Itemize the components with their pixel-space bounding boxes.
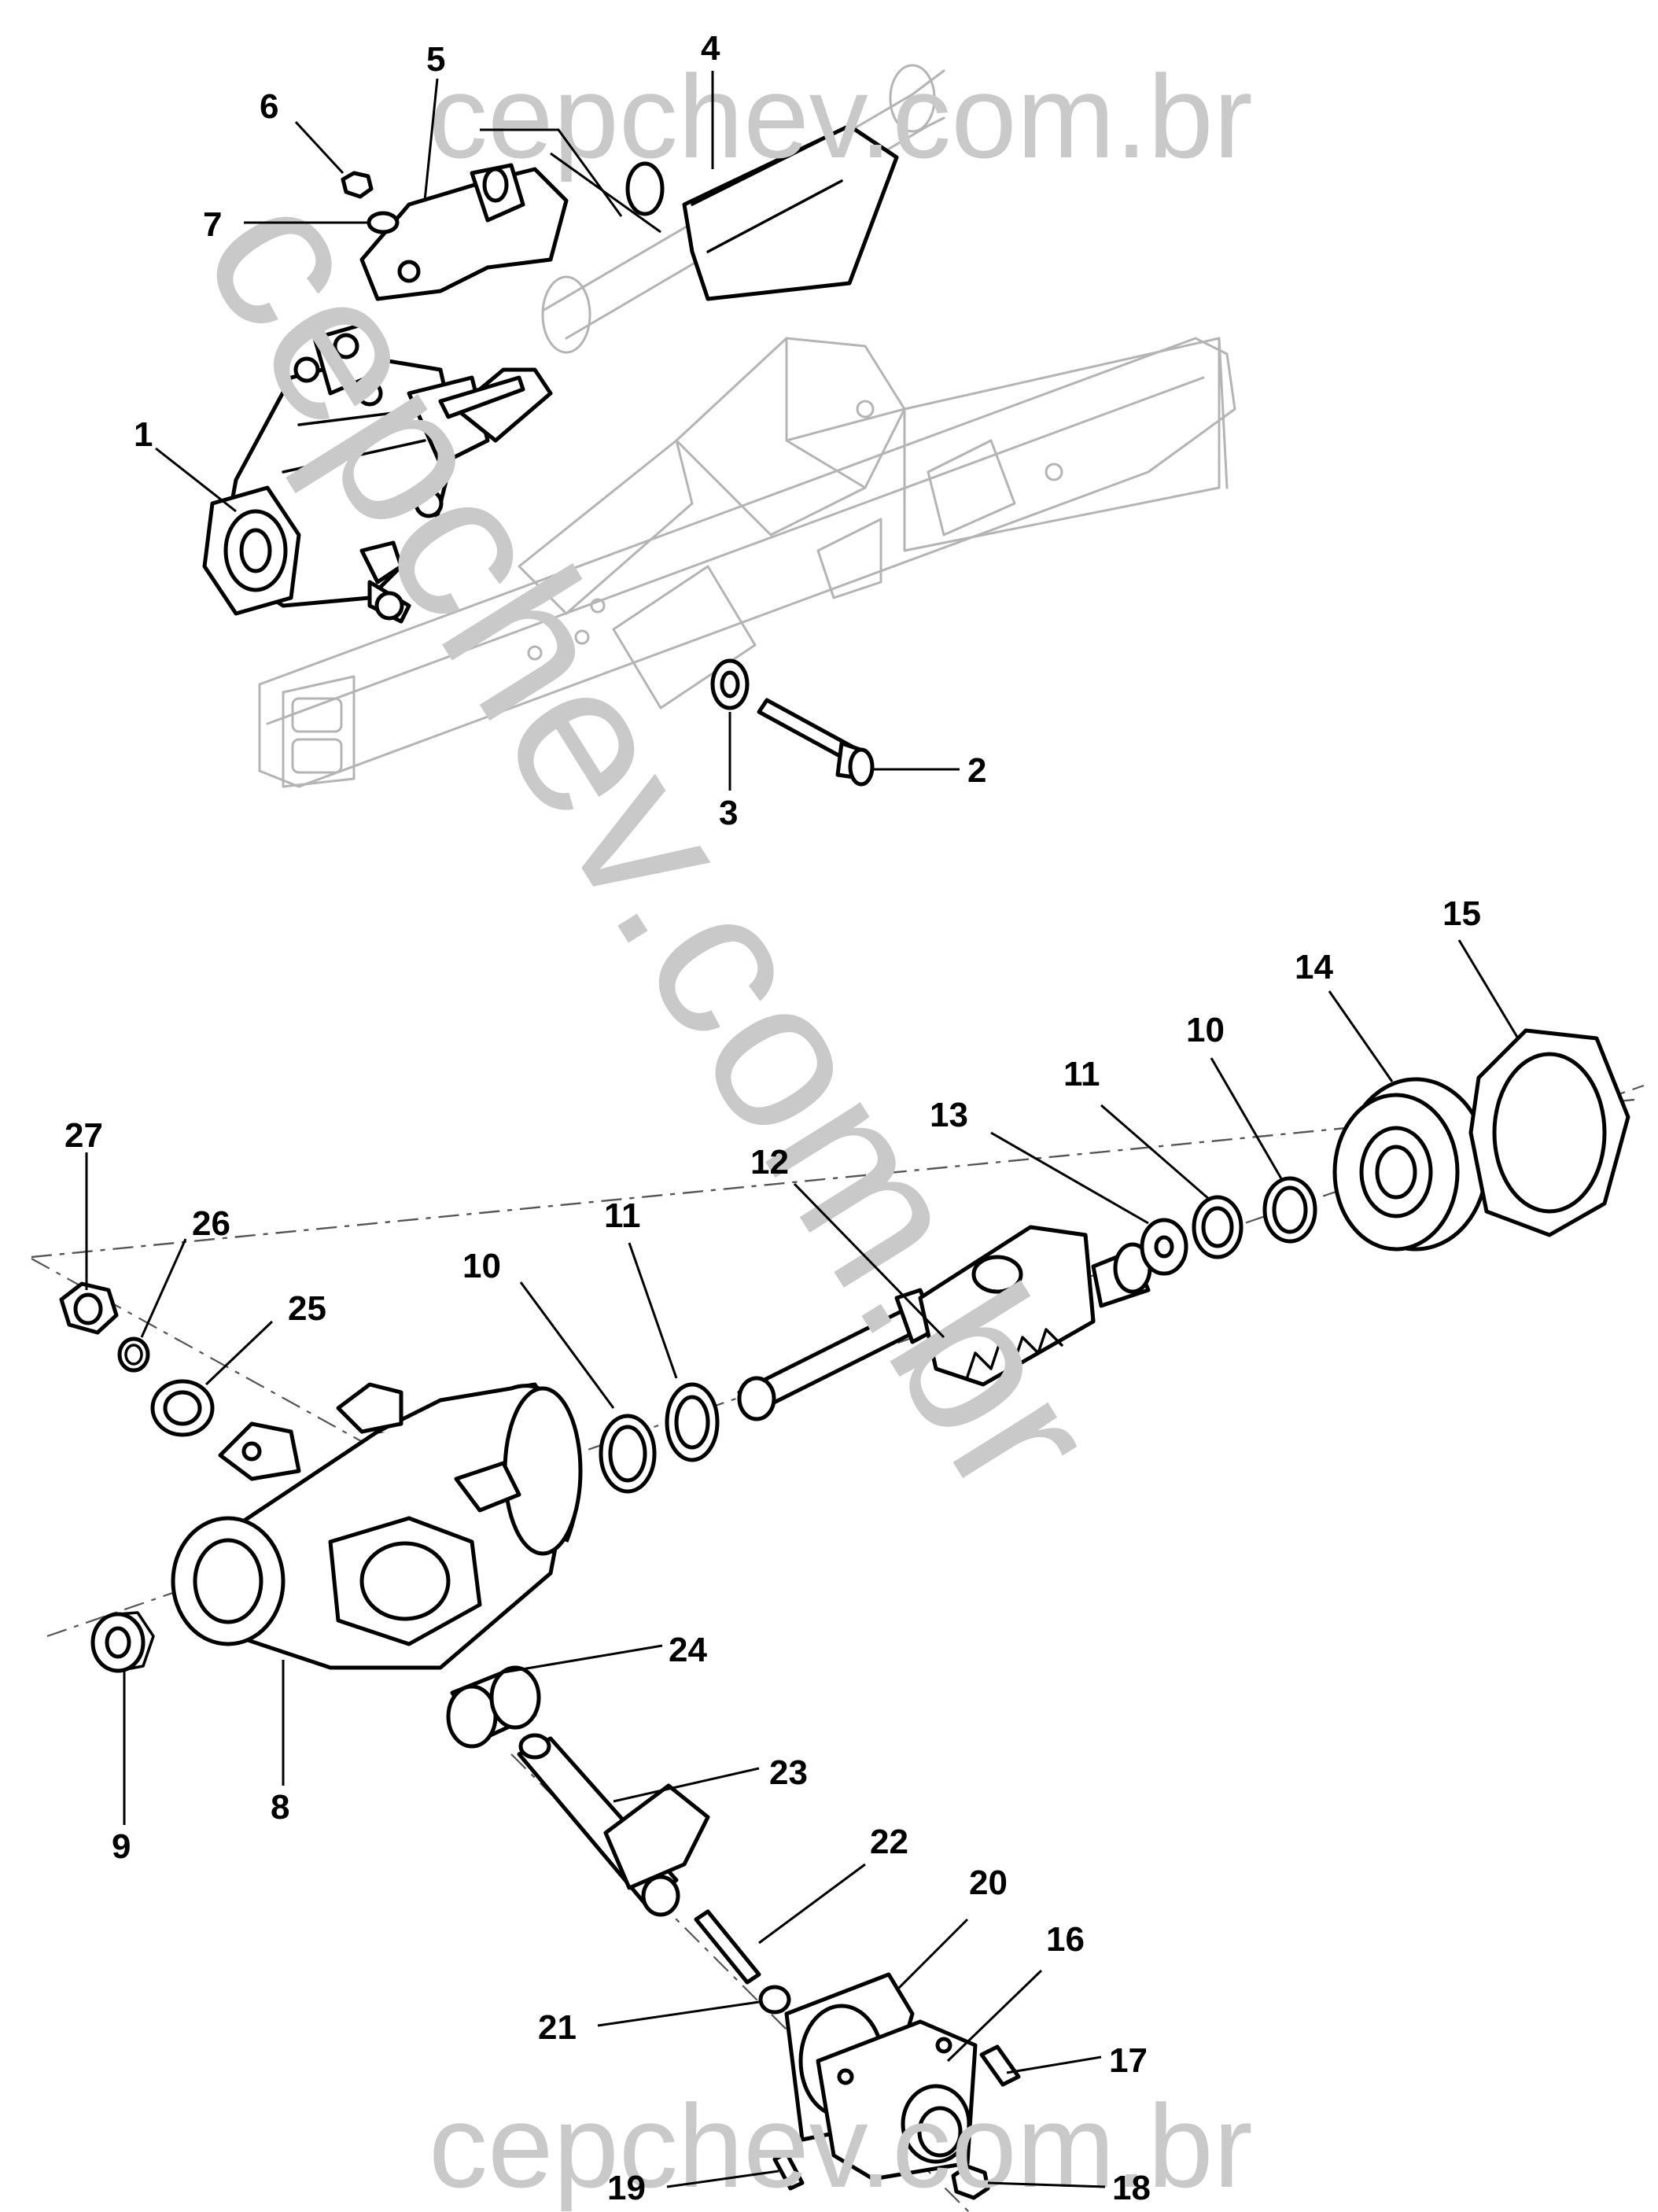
callout-23: 23	[769, 1753, 808, 1792]
callout-11-lower: 11	[604, 1196, 641, 1235]
callout-17: 17	[1109, 2041, 1148, 2080]
hex-nut	[341, 171, 374, 199]
thrust-bearing-lower	[665, 1382, 720, 1462]
cover-stud	[772, 2151, 805, 2191]
callout-11-upper: 11	[1063, 1055, 1100, 1093]
adjuster-seal	[150, 1379, 215, 1437]
callout-8: 8	[271, 1788, 289, 1827]
snap-ring	[117, 1336, 150, 1373]
callout-7: 7	[203, 205, 222, 244]
callout-3: 3	[719, 794, 738, 832]
adjuster-lock-nut	[1468, 1028, 1630, 1237]
cover-bolt	[979, 2044, 1021, 2087]
heat-shield	[625, 124, 899, 301]
callout-2: 2	[967, 751, 986, 790]
adjuster-screw	[694, 1909, 761, 1985]
watermark-bottom: cepchev.com.br	[429, 2080, 1253, 2212]
pitman-sector-shaft	[517, 1733, 710, 1917]
leader-lines	[85, 71, 1520, 2188]
gear-housing	[171, 1382, 583, 1670]
flat-washer	[367, 211, 400, 234]
steering-gear-assembly	[202, 320, 553, 624]
callout-1: 1	[134, 415, 153, 454]
callout-4: 4	[701, 29, 720, 68]
callout-16: 16	[1046, 1920, 1085, 1959]
worm-shaft-piston	[737, 1225, 1152, 1421]
callout-22: 22	[870, 1823, 908, 1861]
callout-27: 27	[64, 1116, 103, 1155]
mounting-bolt	[757, 698, 875, 787]
cover-nut	[951, 2164, 990, 2200]
callout-24: 24	[669, 1631, 707, 1669]
callout-labels: 1 2 3 4 5 6 7 8 9 10 10 11 11 12 13 14 1…	[64, 29, 1481, 2207]
callout-21: 21	[538, 2008, 577, 2047]
callout-14: 14	[1295, 948, 1333, 986]
callout-6: 6	[260, 87, 278, 126]
callout-5: 5	[426, 40, 445, 79]
watermark-top: cepchev.com.br	[429, 50, 1253, 182]
jam-nut	[758, 1985, 791, 2015]
callout-9: 9	[112, 1827, 131, 1866]
housing-plug	[90, 1611, 155, 1673]
callout-25: 25	[288, 1289, 326, 1328]
seal-ring-lower	[599, 1414, 657, 1494]
seal-ring-upper	[1262, 1176, 1317, 1244]
callout-26: 26	[192, 1204, 230, 1243]
adjuster-plug	[1332, 1077, 1489, 1252]
callout-19: 19	[607, 2169, 646, 2207]
thrust-washer	[1140, 1218, 1188, 1276]
callout-13: 13	[930, 1096, 968, 1134]
washer	[710, 658, 750, 710]
callout-10-lower: 10	[462, 1247, 501, 1285]
needle-bearing	[446, 1665, 541, 1749]
gear-bracket	[359, 163, 569, 301]
thrust-bearing-upper	[1192, 1195, 1244, 1259]
lock-nut	[59, 1281, 119, 1335]
side-cover	[816, 2019, 978, 2181]
callout-18: 18	[1112, 2169, 1151, 2207]
callout-15: 15	[1442, 894, 1481, 933]
vehicle-frame-outline	[258, 64, 1236, 788]
callout-20: 20	[969, 1864, 1008, 1902]
callout-12: 12	[750, 1143, 789, 1182]
callout-10-upper: 10	[1186, 1011, 1225, 1049]
watermark-layer: cepchev.com.br cepchev.com.br cepchev.co…	[157, 50, 1253, 2212]
